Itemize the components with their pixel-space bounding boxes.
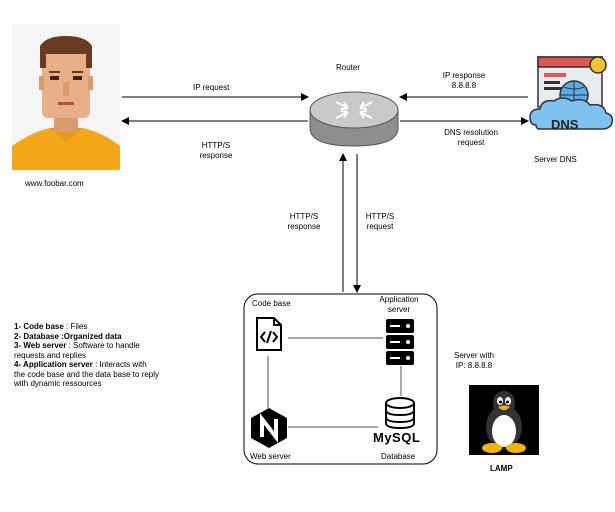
mysql-logo-text: MySQL <box>373 430 421 445</box>
database-icon <box>384 397 416 430</box>
legend-line-text: with dynamic ressources <box>14 379 102 388</box>
legend-line: requests and replies <box>14 351 159 361</box>
legend-line-text: : Software to handle <box>66 341 140 350</box>
nginx-icon <box>250 407 288 449</box>
dns-label: Server DNS <box>534 155 577 164</box>
legend-line: 3- Web server : Software to handle <box>14 341 159 351</box>
web-server-label: Web server <box>250 452 291 461</box>
user-avatar <box>12 24 120 170</box>
database-label: Database <box>381 452 416 461</box>
legend-line-term: 1- Code base <box>14 322 64 331</box>
legend-line-term: 2- Database :Organized data <box>14 331 122 341</box>
dns-server-icon <box>528 55 614 137</box>
router-label: Router <box>336 63 361 72</box>
user-label: www.foobar.com <box>25 179 84 188</box>
legend-line: the code base and the data base to reply <box>14 370 159 380</box>
lamp-linux-icon <box>469 385 539 455</box>
lamp-label: LAMP <box>490 464 513 473</box>
legend-line-term: 4- Application server <box>14 360 93 369</box>
legend-line-text: : Interacts with <box>92 360 147 369</box>
code-base-label: Code base <box>252 299 291 308</box>
router-icon <box>308 88 400 150</box>
server-rack-icon <box>385 318 415 366</box>
legend-line-text: : Files <box>63 322 88 331</box>
legend-line: with dynamic ressources <box>14 379 159 389</box>
legend-line-text: the code base and the data base to reply <box>14 369 159 379</box>
legend-line-term: 3- Web server <box>14 341 67 350</box>
code-file-icon <box>255 316 283 352</box>
legend-line-text: requests and replies <box>14 350 87 360</box>
legend-line: 2- Database :Organized data <box>14 332 159 342</box>
ip-request-label: IP request <box>193 83 230 92</box>
dns-icon-text: DNS <box>551 117 579 132</box>
legend-line: 1- Code base : Files <box>14 322 159 332</box>
legend-line: 4- Application server : Interacts with <box>14 360 159 370</box>
server-container <box>243 293 438 465</box>
